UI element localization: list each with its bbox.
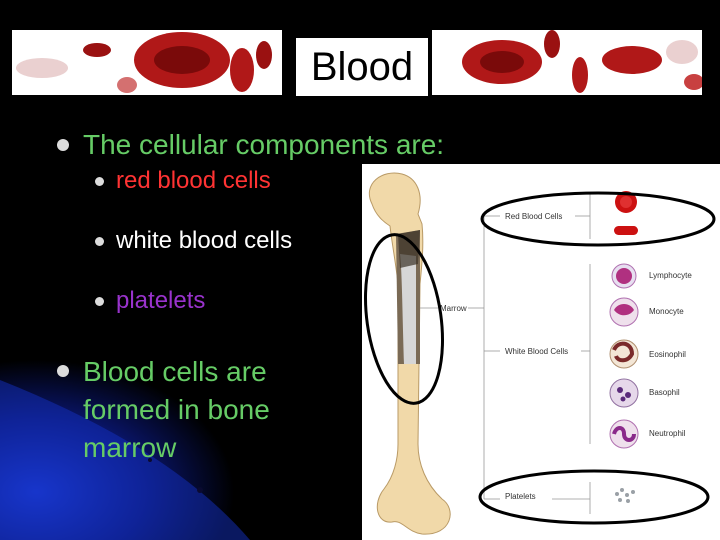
label-monocyte: Monocyte <box>649 307 684 316</box>
femur-bone-illustration <box>368 172 451 535</box>
sub-bullet-dot-icon <box>95 237 104 246</box>
bullet-dot-icon <box>57 139 69 151</box>
bullet-bone-marrow: Blood cells are formed in bone marrow <box>83 356 270 463</box>
label-neutrophil: Neutrophil <box>649 429 686 438</box>
sub-bullet-dot-icon <box>95 177 104 186</box>
slide-title: Blood <box>310 44 414 89</box>
platelet-icons <box>615 488 635 503</box>
label-marrow: Marrow <box>440 304 467 313</box>
annotation-circles <box>363 191 716 525</box>
label-lymphocyte: Lymphocyte <box>649 271 692 280</box>
sub-bullet-white-blood-cells: white blood cells <box>116 227 293 254</box>
red-blood-cell-icons <box>614 191 638 235</box>
bullet-dot-icon <box>57 365 69 377</box>
sub-bullet-dot-icon <box>95 297 104 306</box>
sub-bullet-platelets: platelets <box>116 287 206 314</box>
title-box: Blood <box>296 38 428 96</box>
label-white-blood-cells: White Blood Cells <box>505 347 568 356</box>
bone-marrow-diagram: Red Blood Cells Marrow White Blood Cells… <box>362 164 720 540</box>
bullet-cellular-components: The cellular components are: <box>83 129 445 160</box>
label-eosinophil: Eosinophil <box>649 350 686 359</box>
label-red-blood-cells: Red Blood Cells <box>505 212 562 221</box>
label-basophil: Basophil <box>649 388 680 397</box>
banner-right-blood-cells <box>432 30 702 95</box>
banner-left-blood-cells <box>12 30 282 95</box>
label-platelets: Platelets <box>505 492 536 501</box>
white-blood-cell-icons <box>609 263 639 449</box>
sub-bullet-red-blood-cells: red blood cells <box>116 167 271 194</box>
